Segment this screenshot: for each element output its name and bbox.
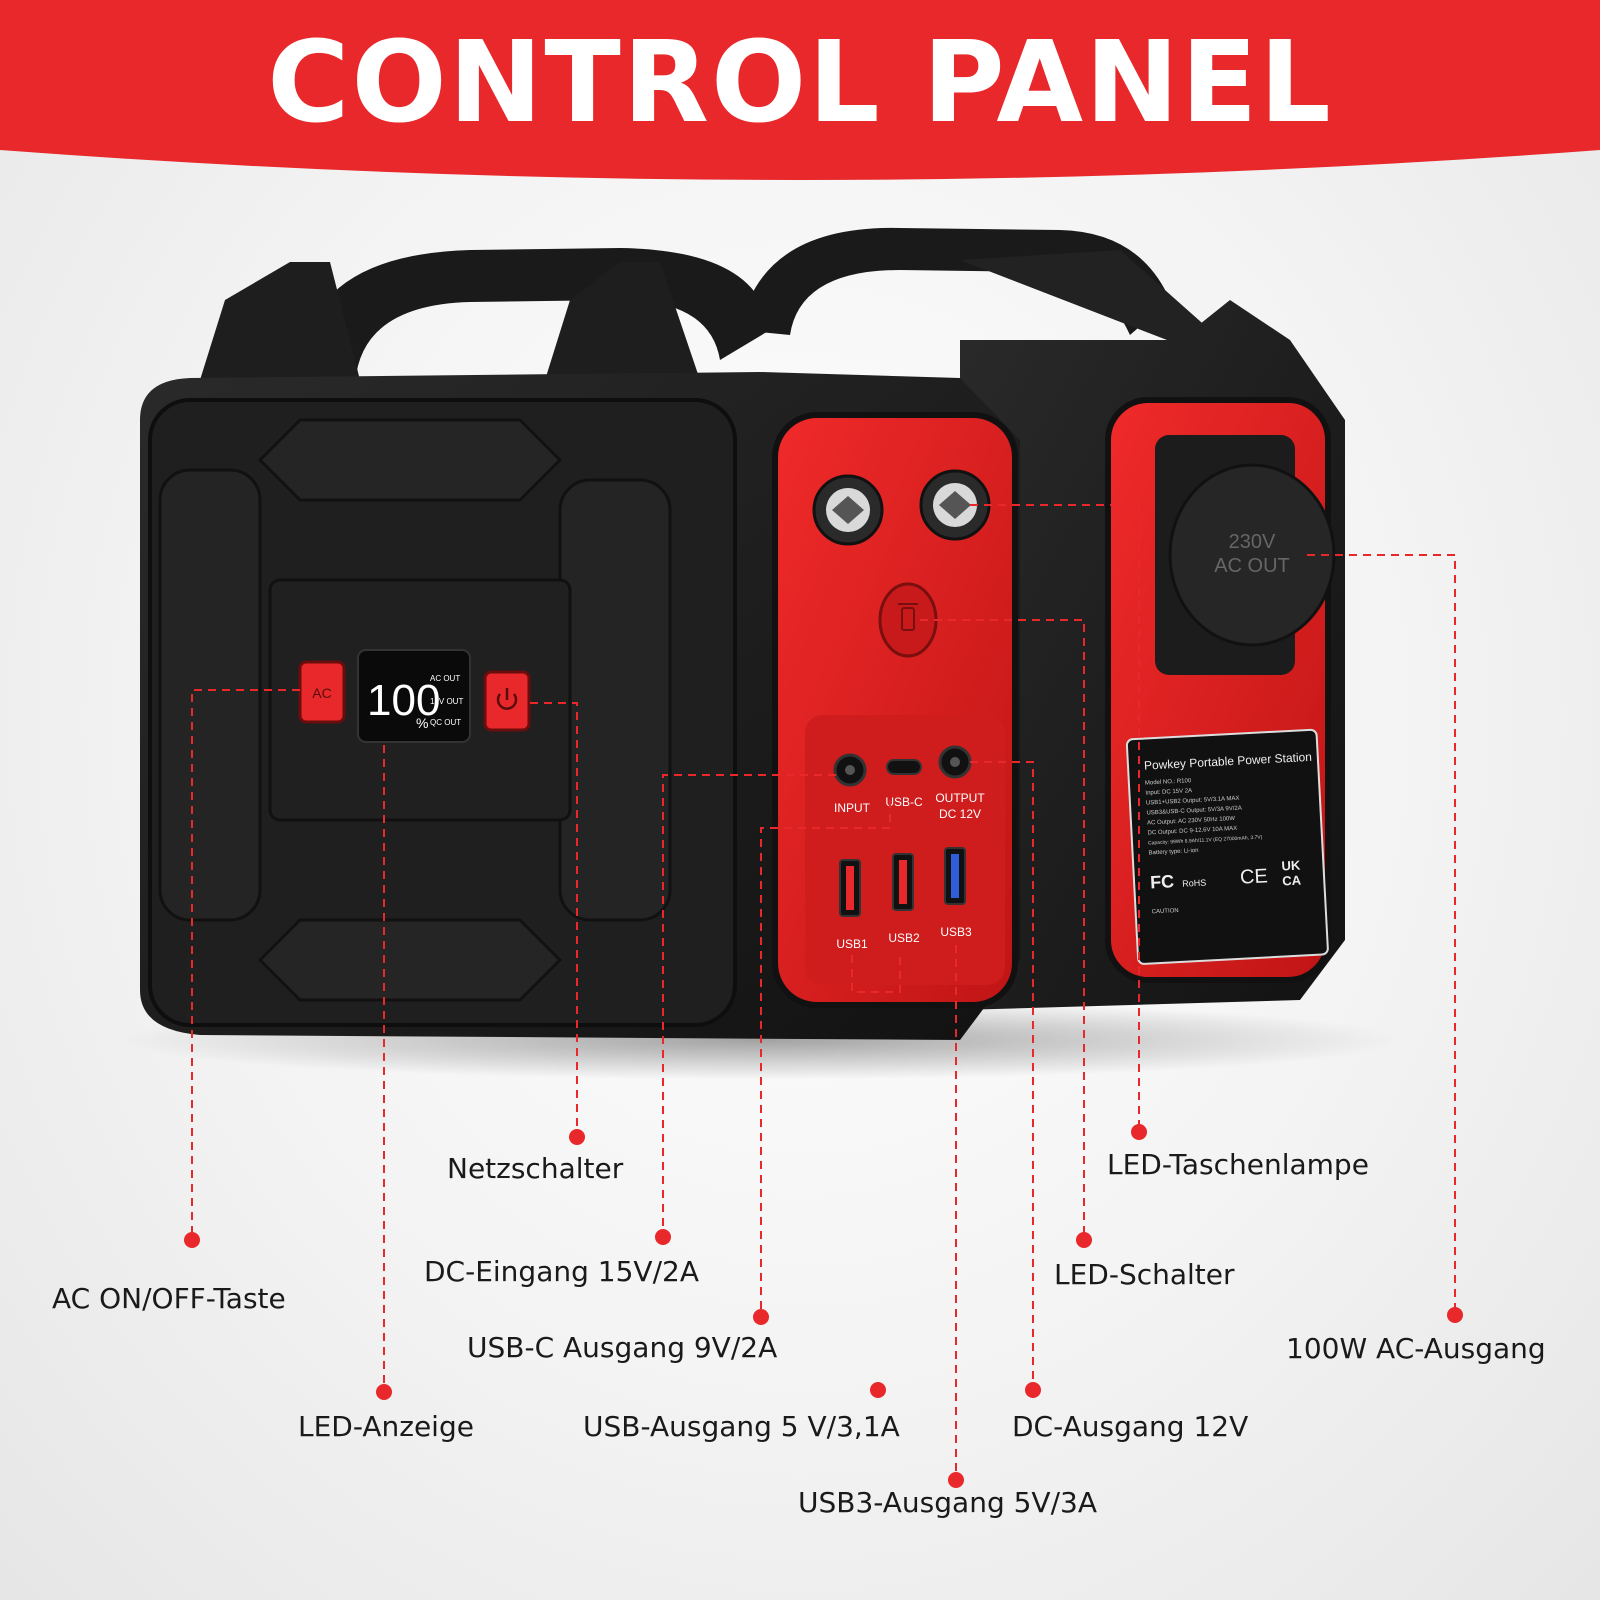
label-line: DC Output: DC 9-12.6V 10A MAX [1147,826,1237,837]
label-line: Input: DC 15V 2A [1145,788,1192,796]
front-top-pad [257,418,563,502]
callout-led-taschenlampe: LED-Taschenlampe [1107,1148,1369,1181]
callout-led-schalter: LED-Schalter [1054,1258,1235,1291]
dot-netzschalter [569,1129,585,1145]
dc-output-label-2: DC 12V [939,807,981,821]
dc-output-port [938,745,972,779]
uk-mark: UK [1281,858,1301,874]
leader-lines [191,504,1456,1480]
led-flashlight-right [919,469,991,541]
dot-dc-ausgang [1025,1382,1041,1398]
dot-usbc [753,1309,769,1325]
leader-usbc [760,800,891,1317]
ac-socket-label-1: 230V [1229,531,1276,553]
front-bottom-pad [257,918,563,1002]
usb-c-port-label: USB-C [885,795,923,809]
dot-dc-eingang [655,1229,671,1245]
dot-usb3 [948,1472,964,1488]
label-line: Model NO.: R100 [1145,778,1192,786]
leader-usb-ausgang [851,955,901,993]
front-handle-right-post [545,262,700,380]
callout-ac-onoff: AC ON/OFF-Taste [52,1282,286,1315]
leader-dc-eingang [662,774,836,1237]
leader-led-taschenlampe [970,504,1140,1132]
title-banner [0,0,1600,180]
usb2-label: USB2 [888,931,920,945]
page-title: CONTROL PANEL [267,18,1333,148]
front-handle-left-post [200,262,360,380]
usb-c-port [886,759,922,775]
rohs-mark: RoHS [1182,878,1207,889]
display-ac-out: AC OUT [430,674,460,683]
callout-usb3-ausgang: USB3-Ausgang 5V/3A [798,1486,1097,1519]
input-port-label: INPUT [834,801,871,815]
usb1-label: USB1 [836,937,868,951]
dot-ac-onoff [184,1232,200,1248]
front-handle [300,248,770,385]
callout-led-anzeige: LED-Anzeige [298,1410,474,1443]
label-line: USB3&USB-C Output: 5V/3A 9V/2A [1146,806,1242,817]
label-line: USB1+USB2 Output: 5V/3.1A MAX [1146,796,1240,807]
led-display [357,649,471,743]
ce-mark: CE [1239,865,1268,888]
caution-label: CAUTION [1152,908,1179,915]
callout-dc-eingang: DC-Eingang 15V/2A [424,1255,699,1288]
display-12v-out: 12V OUT [430,697,463,706]
banner-shape [0,0,1600,180]
ac-button-label: AC [312,685,331,701]
display-percent-sign: % [416,715,428,731]
dot-led-taschenlampe [1131,1124,1147,1140]
power-icon [496,688,518,710]
leader-dc-ausgang [970,761,1034,1390]
usb3-label: USB3 [940,925,972,939]
callout-ac-ausgang: 100W AC-Ausgang [1286,1332,1546,1365]
callout-netzschalter: Netzschalter [447,1152,624,1185]
dot-ac-ausgang [1447,1307,1463,1323]
label-plate: Powkey Portable Power Station Model NO.:… [1125,728,1329,965]
dot-usb-ausgang [870,1382,886,1398]
leader-netzschalter [530,702,578,1137]
ac-socket-label-2: AC OUT [1214,555,1290,577]
label-line: Capacity: 99Wh 8.9Ah/11.1V (EQ 27000mAh,… [1148,835,1263,847]
leader-dots [184,1124,1463,1488]
label-line: Battery type: Li-ion [1148,848,1198,857]
dot-led-schalter [1076,1232,1092,1248]
callout-usbc-ausgang: USB-C Ausgang 9V/2A [467,1331,778,1364]
dc-input-port [833,753,867,787]
leader-ac-ausgang [1307,554,1456,1315]
dot-led-anzeige [376,1384,392,1400]
led-flashlight-left [812,474,884,546]
callout-usb-ausgang: USB-Ausgang 5 V/3,1A [583,1410,900,1443]
ac-socket [1168,463,1336,647]
display-qc-out: QC OUT [430,718,461,727]
fc-mark: FC [1150,871,1175,892]
rear-handle-base [960,250,1210,345]
leader-led-schalter [920,619,1085,1240]
power-button[interactable] [483,670,531,732]
leader-ac-onoff [191,689,300,1240]
ca-mark: CA [1282,873,1302,889]
rear-unit: 230V AC OUT Powkey Portable Power Statio… [740,227,1345,1010]
label-line: AC Output: AC 230V 50Hz 100W [1147,816,1236,827]
flashlight-icon [898,603,918,631]
ac-onoff-button[interactable] [298,660,346,724]
front-left-pad [158,468,262,922]
dc-output-label-1: OUTPUT [935,791,985,805]
callout-dc-ausgang: DC-Ausgang 12V [1012,1410,1249,1443]
display-percent: 100 [367,676,440,725]
front-unit: AC 100 % AC OUT 12V OUT QC OUT [140,248,1020,1040]
